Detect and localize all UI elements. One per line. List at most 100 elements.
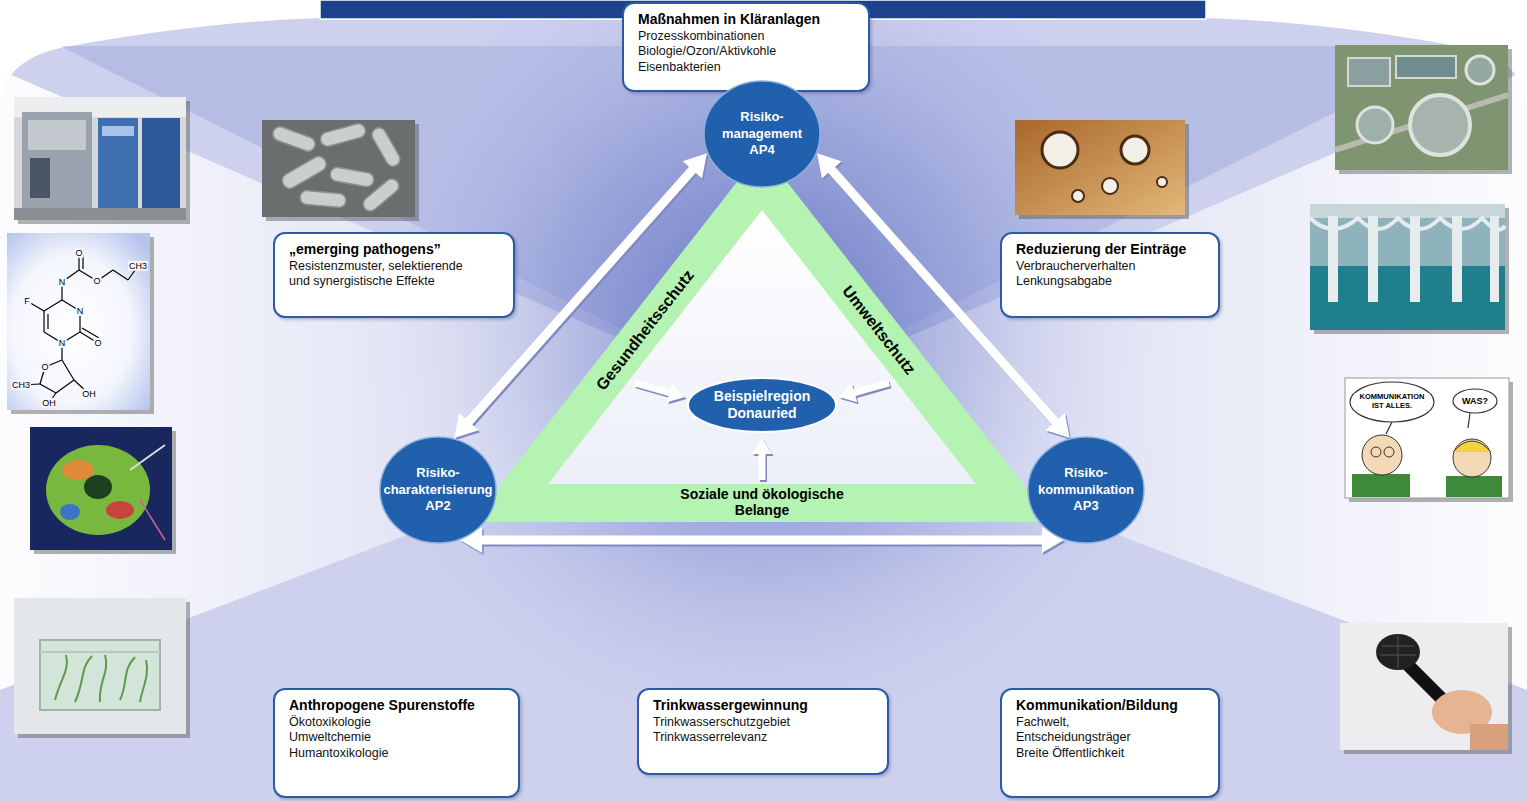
- bacteria-photo: [360, 176, 401, 214]
- label-holder: N: [58, 338, 67, 348]
- chemical-bonds: [43, 311, 44, 332]
- arrow-body: [839, 383, 889, 402]
- box-heading: „emerging pathogens”: [289, 241, 499, 259]
- circle-fill: [1028, 437, 1144, 543]
- cartoon-picture: [1386, 422, 1392, 434]
- atom-label: CH3: [11, 380, 31, 390]
- petri-dish-photo: [1157, 177, 1167, 187]
- topic-box: Maßnahmen in KläranlagenProzesskombinati…: [622, 2, 870, 92]
- beaker-photo: [14, 598, 186, 734]
- microphone-photo: [1470, 724, 1508, 750]
- bacteria-photo: [271, 125, 317, 153]
- reservoir-photo: [1310, 218, 1505, 230]
- treatment-plant-photo: [1335, 45, 1508, 170]
- label-holder: N: [76, 306, 85, 316]
- work-package-name: Risiko- management AP4: [712, 109, 812, 160]
- bacteria-photo: [280, 154, 329, 191]
- chemical-bonds: [21, 253, 138, 403]
- chemical-bonds: [40, 384, 56, 393]
- work-package-circle: Risiko- charakterisierung AP2: [379, 436, 497, 544]
- atom-label: O: [74, 248, 83, 258]
- topic-box: Kommunikation/BildungFachwelt, Entscheid…: [1000, 688, 1220, 798]
- label-holder: O: [93, 338, 102, 348]
- label-holder: O: [40, 362, 49, 372]
- lab-instrument-photo: [142, 118, 180, 212]
- arrow-head: [683, 153, 707, 178]
- lab-instrument-photo: [30, 158, 50, 198]
- cartoon-picture: [1352, 474, 1410, 497]
- cartoon-picture: [1453, 439, 1491, 477]
- box-body: Prozesskombinationen Biologie/Ozon/Aktiv…: [638, 29, 803, 76]
- box-body: Fachwelt, Entscheidungsträger Breite Öff…: [1016, 715, 1146, 762]
- label-holder: F: [23, 296, 31, 306]
- cartoon-picture: [1446, 476, 1502, 497]
- chemical-bonds: [47, 314, 48, 329]
- atom-label: O: [40, 362, 49, 372]
- beaker-photo: [40, 651, 160, 653]
- inner-arrow: [752, 438, 774, 482]
- chemical-bonds: [62, 360, 74, 380]
- box-body: Resistenzmuster, selektierende und syner…: [289, 259, 479, 290]
- label-holder: WAS?: [1461, 396, 1489, 406]
- work-package-name: Risiko- charakterisierung AP2: [382, 465, 494, 516]
- cartoon-picture: [1384, 447, 1394, 457]
- lab-instrument-photo: [22, 112, 92, 212]
- label-holder: O: [74, 248, 83, 258]
- inner-arrow: [635, 383, 687, 404]
- cartoon-picture: [1362, 435, 1402, 475]
- cartoon-picture: [1371, 447, 1381, 457]
- circle-fill: [380, 437, 496, 543]
- microphone-photo: [1340, 623, 1508, 750]
- work-package-circle: Risiko- kommunikation AP3: [1027, 436, 1145, 544]
- region-ellipse: Beispielregion Donauried: [687, 377, 837, 433]
- microphone-photo: [1380, 636, 1416, 668]
- chemical-structure-card: [7, 233, 150, 410]
- petri-dish-photo: [1072, 190, 1084, 202]
- treatment-plant-photo: [1466, 56, 1494, 84]
- atom-label: OH: [81, 389, 97, 399]
- ellipse-fill: [688, 378, 836, 432]
- arrow-head: [1045, 413, 1069, 438]
- treatment-plant-photo: [1357, 107, 1393, 143]
- label-holder: OH: [41, 398, 57, 408]
- bacteria-photo: [271, 122, 403, 214]
- circle-fill: [704, 81, 820, 187]
- topic-box: Reduzierung der EinträgeVerbraucherverha…: [1000, 232, 1220, 318]
- atom-label: O: [93, 338, 102, 348]
- lab-instrument-photo: [28, 120, 86, 150]
- treatment-plant-photo: [1410, 95, 1470, 155]
- lab-instrument-photo: [14, 97, 186, 220]
- chemical-bonds: [82, 328, 99, 338]
- chemical-bonds: [113, 270, 128, 280]
- box-heading: Trinkwassergewinnung: [653, 697, 873, 715]
- cartoon-picture: [1453, 389, 1497, 413]
- topic-box: TrinkwassergewinnungTrinkwasserschutzgeb…: [637, 688, 889, 775]
- box-body: Verbraucherverhalten Lenkungsabgabe: [1016, 259, 1166, 290]
- lab-instrument-photo: [14, 97, 190, 224]
- work-package-name: Risiko- kommunikation AP3: [1036, 465, 1136, 516]
- bacteria-photo: [262, 120, 419, 221]
- reservoir-photo: [1310, 204, 1509, 334]
- background-rays: [0, 18, 1527, 801]
- chemical-bonds: [56, 380, 74, 393]
- reservoir-photo: [1310, 204, 1505, 218]
- petri-dish-photo: [1015, 120, 1189, 219]
- molecule-model-photo: [30, 427, 172, 550]
- atom-label: N: [58, 277, 67, 287]
- molecule-model-photo: [30, 427, 176, 554]
- bacteria-photo: [262, 120, 415, 217]
- arrow-head: [817, 153, 841, 178]
- speech-bubble-text: WAS?: [1461, 396, 1489, 406]
- lab-instrument-photo: [102, 126, 134, 136]
- box-body: Trinkwasserschutzgebiet Trinkwasserrelev…: [653, 715, 813, 746]
- arrow-head: [752, 438, 772, 454]
- speech-bubble-text: KOMMUNIKATION IST ALLES.: [1354, 393, 1430, 410]
- arrow-body: [752, 438, 772, 480]
- petri-dish-photo: [1042, 132, 1078, 168]
- background-rays: [0, 18, 1527, 801]
- atom-label: N: [76, 306, 85, 316]
- beaker-photo: [14, 598, 190, 738]
- atom-label: N: [58, 338, 67, 348]
